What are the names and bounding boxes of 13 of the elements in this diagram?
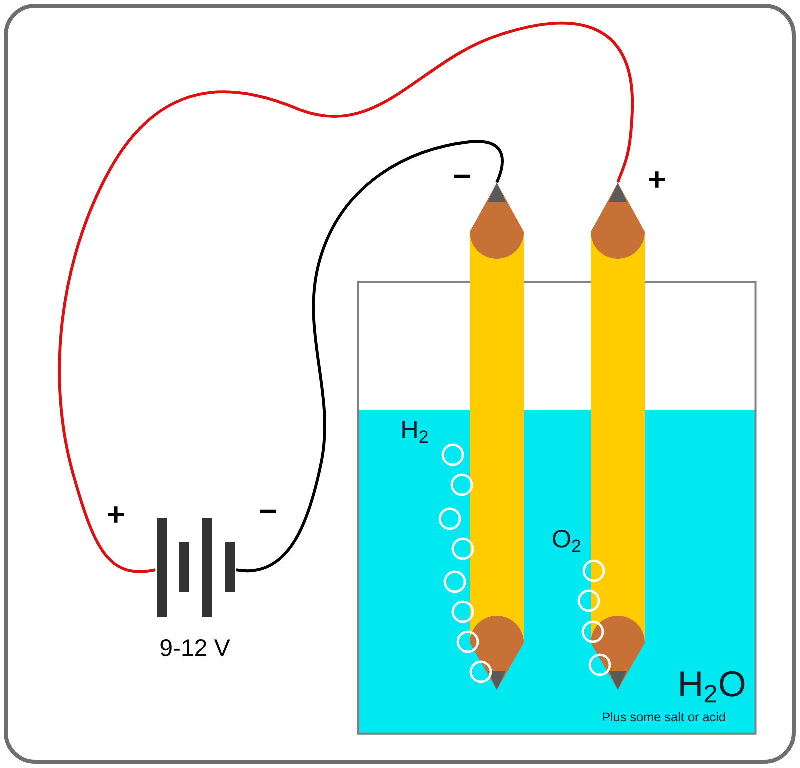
polarity-sign: +	[649, 172, 666, 188]
polarity-sign: −	[260, 510, 276, 514]
text-label: Plus some salt or acid	[603, 712, 726, 722]
text-label: O$_{2}$	[553, 530, 581, 552]
wire	[58, 22, 634, 574]
pencil-drawing	[470, 183, 524, 690]
wire	[236, 140, 504, 572]
pencil-drawing	[591, 183, 645, 690]
polarity-sign: −	[454, 174, 470, 178]
voltage-label: 9-12 V	[160, 640, 230, 656]
polarity-sign: +	[108, 506, 124, 523]
text-label: H$_{2}$	[402, 421, 428, 443]
text-label: H$_{2}$O	[680, 671, 745, 703]
